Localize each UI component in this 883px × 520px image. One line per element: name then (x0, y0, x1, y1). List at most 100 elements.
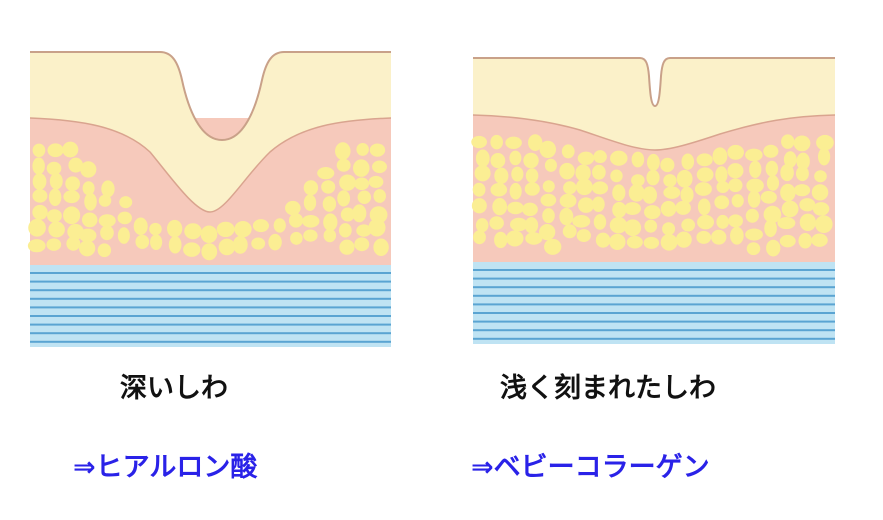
fat-cell (353, 159, 370, 177)
fat-cell (133, 217, 148, 236)
fat-cell (473, 230, 486, 245)
fat-cell (322, 196, 337, 212)
fat-cell (716, 180, 730, 194)
fat-cell (675, 231, 692, 248)
fat-cell (200, 225, 218, 244)
fat-cell (575, 178, 593, 196)
fat-cell (561, 144, 575, 159)
fat-cell (681, 153, 695, 170)
fat-cell (251, 237, 266, 250)
fat-cell (494, 167, 509, 185)
fat-cell (728, 214, 743, 228)
fat-cell (610, 150, 628, 166)
fat-cell (746, 242, 761, 256)
fat-cell (572, 214, 591, 228)
fat-cell (321, 180, 336, 194)
fat-cell (234, 220, 252, 238)
fat-cell (472, 182, 486, 197)
fat-cell (610, 169, 623, 183)
fat-cell (46, 238, 62, 251)
skin-surface (30, 51, 391, 142)
fat-cell (48, 188, 62, 207)
fat-cell (524, 217, 539, 234)
fat-cell (715, 166, 728, 184)
fat-cell (66, 236, 81, 251)
fat-cell (624, 202, 641, 215)
fat-cell (749, 160, 762, 179)
fat-cell (232, 235, 248, 254)
fat-cell (764, 219, 777, 238)
muscle-stripe (30, 297, 391, 300)
epidermis-layer (30, 52, 391, 212)
fat-cell (475, 218, 489, 233)
muscle-stripe (30, 332, 391, 335)
muscle-stripe (30, 272, 391, 274)
fat-cell (747, 190, 761, 208)
fat-cell (490, 153, 506, 169)
fat-cell (303, 180, 319, 196)
fat-cell (525, 168, 539, 183)
fat-cell (475, 149, 490, 168)
fat-cell (471, 198, 487, 214)
fat-cell (489, 216, 504, 230)
fat-cell (816, 134, 834, 151)
fat-cell (631, 174, 645, 187)
fat-cell (675, 200, 691, 215)
fat-cell (716, 214, 729, 229)
fat-cell (507, 201, 524, 215)
fat-cell (559, 162, 575, 180)
fat-cell (593, 150, 607, 164)
fat-cell (799, 213, 817, 232)
muscle-stripe (473, 312, 835, 314)
fat-cell (793, 184, 811, 197)
fat-cell (727, 144, 744, 160)
fat-cell (369, 143, 386, 157)
fat-cell (47, 143, 64, 158)
fat-cell (354, 177, 370, 191)
muscle-stripe (30, 289, 391, 292)
fat-cell (814, 170, 827, 183)
fat-cell (323, 213, 338, 232)
fat-cell (352, 204, 367, 223)
fat-cell (511, 166, 524, 182)
fat-cell (317, 167, 335, 180)
fat-cell (663, 174, 677, 188)
fat-cell (368, 175, 384, 188)
muscle-layer (30, 265, 391, 347)
fat-cell (101, 180, 115, 198)
fat-cell (97, 243, 112, 258)
fat-cell (216, 221, 235, 238)
fat-cell (592, 164, 606, 180)
fat-cell (660, 157, 675, 173)
fat-cell (373, 238, 389, 256)
muscle-stripe (30, 340, 391, 343)
fat-cell (562, 224, 577, 239)
muscle-stripe (30, 306, 391, 309)
fat-cell (506, 230, 524, 247)
muscle-stripe (473, 320, 835, 323)
fat-cell (676, 169, 693, 188)
fat-cell (642, 186, 658, 204)
fat-cell (559, 207, 574, 226)
fat-cell (509, 150, 522, 166)
fat-cell (149, 222, 162, 236)
fat-cell (663, 186, 681, 199)
fat-cell (766, 175, 780, 191)
fat-cell (62, 141, 79, 158)
fat-cell (63, 206, 81, 225)
fat-cell (818, 147, 831, 166)
fat-cell (745, 208, 759, 223)
fat-cell (372, 160, 387, 174)
fat-cell (628, 184, 645, 202)
fat-cell (302, 214, 320, 228)
muscle-stripe (30, 315, 391, 317)
fat-cell (303, 229, 318, 242)
muscle-stripe (30, 323, 391, 326)
fat-cell (303, 194, 317, 211)
baby-collagen-treatment: ⇒ベビーコラーゲン (471, 452, 710, 483)
fat-cell (544, 238, 562, 255)
fat-cell (268, 233, 282, 251)
fat-cell (525, 232, 543, 245)
fat-cell (338, 223, 352, 238)
fat-cell (98, 194, 112, 207)
